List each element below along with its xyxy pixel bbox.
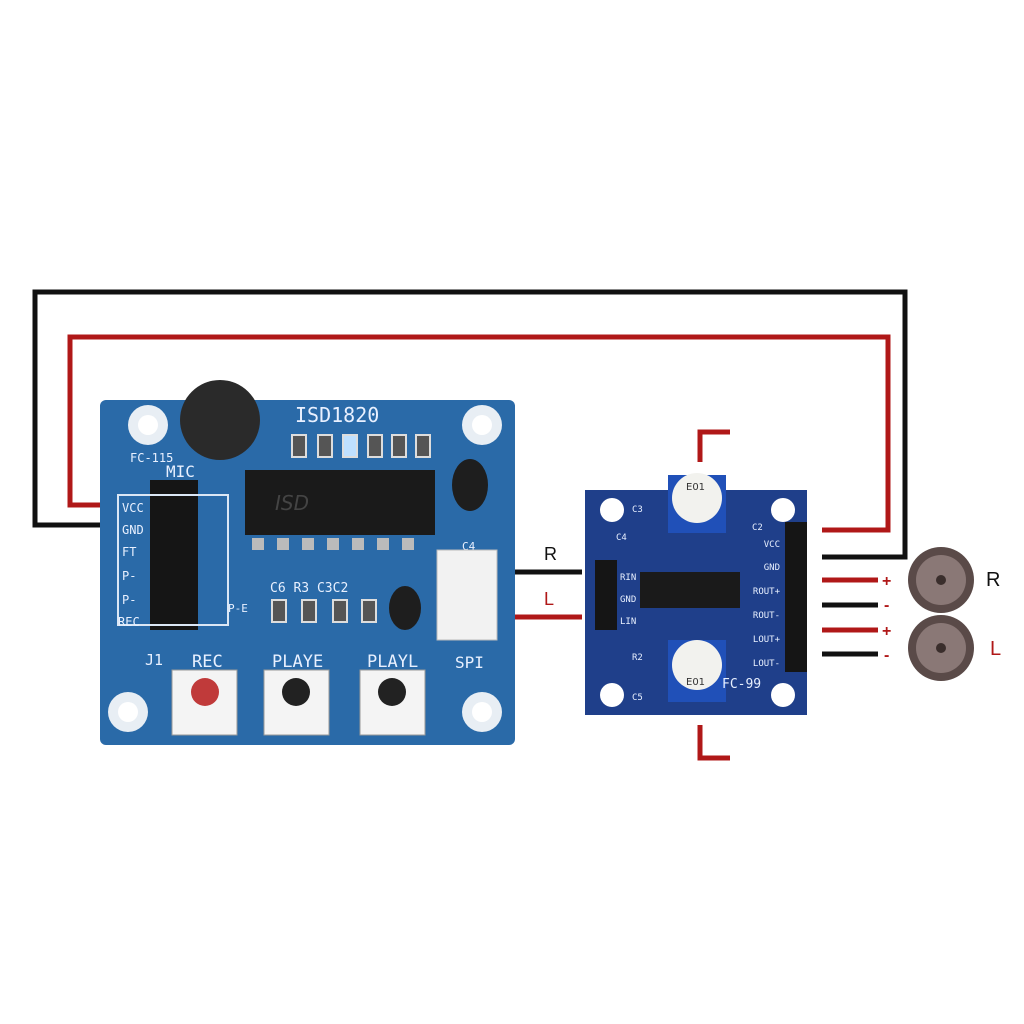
pin-label: VCC <box>122 501 144 515</box>
svg-text:PLAYL: PLAYL <box>367 652 418 672</box>
component-label: C3 <box>632 505 643 515</box>
isd-chip <box>245 470 435 535</box>
pam8403-amp-board: RIN GND LIN C3 C4 C2 R2 C5 E01 E01 FC-99… <box>585 473 807 715</box>
input-pin-label: GND <box>620 595 636 605</box>
component-label: C2 <box>752 523 763 533</box>
volume-pot-bottom[interactable]: E01 <box>668 640 726 702</box>
isd1820-recorder-board: ISD1820 FC-115 ISD C6 R3 C3C2 C4 SPI MIC… <box>100 380 515 745</box>
speaker-right <box>908 547 974 613</box>
jumper-label: P-E <box>228 602 248 615</box>
capacitor <box>452 459 488 511</box>
output-pin-label: LOUT+ <box>753 635 781 645</box>
playe-button[interactable]: PLAYE <box>263 652 330 736</box>
input-pin-label: LIN <box>620 617 636 627</box>
capacitor <box>389 586 421 630</box>
output-pin-label: LOUT- <box>753 659 780 669</box>
header-label: J1 <box>145 651 163 669</box>
speaker-port-label: SPI <box>455 653 484 672</box>
speaker-left-label: L <box>990 638 1001 660</box>
speaker-left <box>908 615 974 681</box>
left-channel-label: L <box>544 589 554 609</box>
volume-pot-top[interactable]: E01 <box>668 473 726 533</box>
chip-marking: ISD <box>275 491 309 515</box>
board-model: FC-115 <box>130 451 173 465</box>
pin-label: P- <box>122 569 136 583</box>
speaker-right-label: R <box>986 569 1000 591</box>
svg-text:PLAYE: PLAYE <box>272 652 323 672</box>
playl-button[interactable]: PLAYL <box>359 652 426 736</box>
input-pin-label: RIN <box>620 573 636 583</box>
svg-text:REC: REC <box>192 652 223 672</box>
pin-label: FT <box>122 545 136 559</box>
channel-marker-top <box>697 429 730 462</box>
amp-chip <box>640 572 740 608</box>
output-pin-label: ROUT+ <box>753 587 781 597</box>
rec-button[interactable]: REC <box>171 652 238 736</box>
polarity-minus: - <box>884 647 889 664</box>
polarity-plus: + <box>882 623 891 640</box>
output-pin-label: GND <box>764 563 780 573</box>
component-label: C4 <box>616 533 627 543</box>
output-pin-label: VCC <box>764 540 780 550</box>
microphone <box>180 380 260 460</box>
polarity-plus: + <box>882 573 891 590</box>
pin-label: REC <box>118 615 140 629</box>
speaker-connector <box>436 549 498 641</box>
input-header <box>595 560 617 630</box>
vcc-wire <box>67 334 891 533</box>
pin-label: GND <box>122 523 144 537</box>
component-label: R2 <box>632 653 643 663</box>
polarity-minus: - <box>884 597 889 614</box>
pin-header <box>150 480 198 630</box>
svg-text:E01: E01 <box>686 677 705 688</box>
channel-marker-bottom <box>697 725 730 761</box>
mic-label: MIC <box>166 462 195 481</box>
amp-model: FC-99 <box>722 677 761 692</box>
gnd-wire <box>32 289 908 560</box>
svg-text:E01: E01 <box>686 482 705 493</box>
output-pin-label: ROUT- <box>753 611 780 621</box>
pin-label: P- <box>122 593 136 607</box>
right-channel-label: R <box>544 544 557 564</box>
component-label: C6 R3 C3C2 <box>270 581 348 596</box>
output-header <box>785 522 807 672</box>
component-label: C5 <box>632 693 643 703</box>
chip-title: ISD1820 <box>295 403 379 427</box>
